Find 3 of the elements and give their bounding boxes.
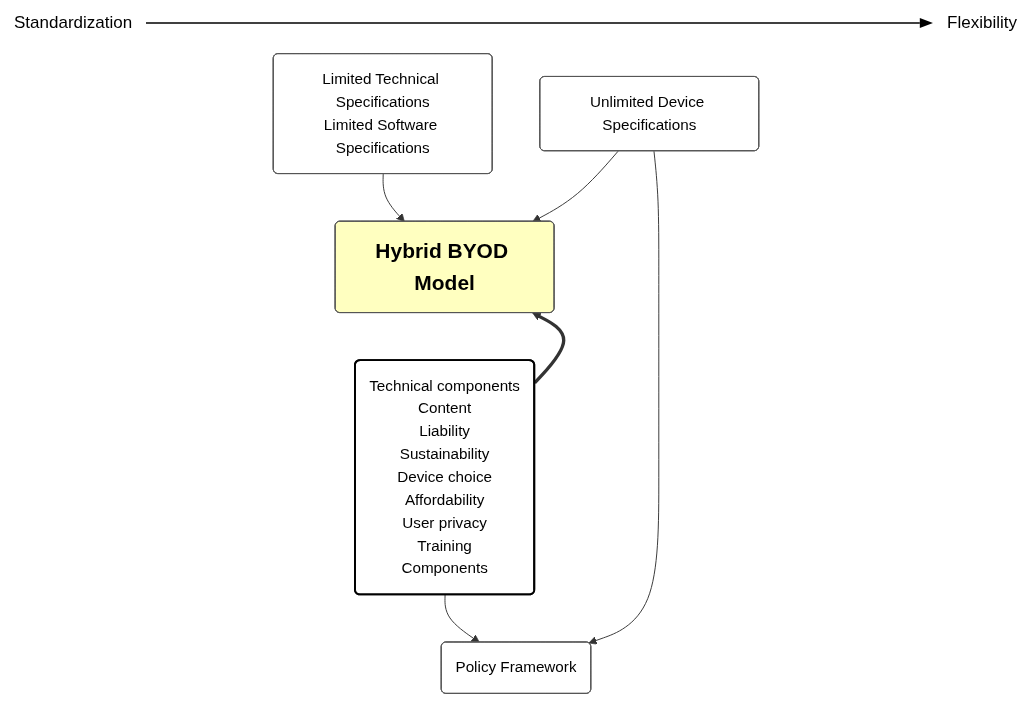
arrow [531,312,565,385]
axis-label: Flexibility [947,13,1017,33]
axis-label: Standardization [14,13,133,33]
